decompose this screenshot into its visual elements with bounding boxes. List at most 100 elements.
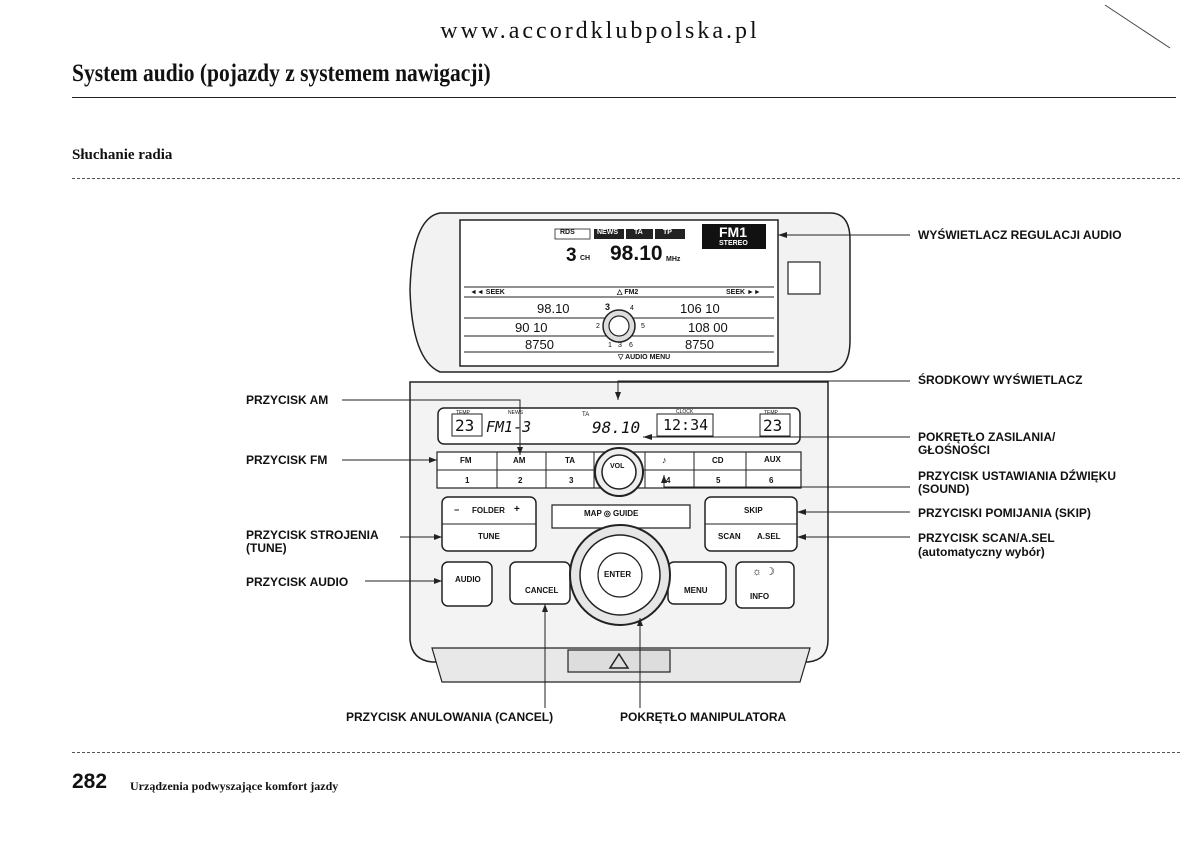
preset-button-3[interactable]: 3 <box>569 476 574 485</box>
preset-right-1: 106 10 <box>680 301 720 316</box>
corner-stroke <box>1104 4 1171 49</box>
callout-center-display: ŚRODKOWY WYŚWIETLACZ <box>918 373 1083 387</box>
tp-indicator: TP <box>663 229 672 236</box>
folder-button[interactable]: FOLDER <box>472 506 505 515</box>
map-guide-button[interactable]: MAP ◎ GUIDE <box>584 509 639 518</box>
audio-menu-label: ▽ AUDIO MENU <box>618 354 671 361</box>
preset-num-2: 2 <box>596 323 600 330</box>
callout-display-audio: WYŚWIETLACZ REGULACJI AUDIO <box>918 228 1122 242</box>
am-button[interactable]: AM <box>513 456 526 465</box>
folder-plus[interactable]: + <box>514 504 520 515</box>
audio-button[interactable]: AUDIO <box>455 575 481 584</box>
ta-label: TA <box>582 412 590 418</box>
callout-power-knob: POKRĘTŁO ZASILANIA/ GŁOŚNOŚCI <box>918 430 1056 457</box>
page-number: 282 <box>72 770 108 793</box>
preset-right-3: 8750 <box>685 337 714 352</box>
temp-label-left: TEMP <box>456 410 470 416</box>
map-guide-bar <box>551 504 691 529</box>
preset-right-2: 108 00 <box>688 320 728 335</box>
tune-button[interactable]: TUNE <box>478 532 500 541</box>
hazard-icon <box>608 652 630 669</box>
band-display: FM1-3 <box>486 418 532 436</box>
preset-button-4[interactable]: 4 <box>666 476 671 485</box>
ta-indicator: TA <box>634 229 643 236</box>
site-url: www.accordklubpolska.pl <box>440 18 760 44</box>
preset-left-3: 8750 <box>525 337 554 352</box>
callout-sound-button: PRZYCISK USTAWIANIA DŹWIĘKU (SOUND) <box>918 469 1116 496</box>
display-knob <box>608 315 630 337</box>
preset-button-6[interactable]: 6 <box>769 476 774 485</box>
callout-skip-buttons: PRZYCISKI POMIJANIA (SKIP) <box>918 506 1091 520</box>
preset-left-1: 98.10 <box>537 301 570 316</box>
preset-num-1: 1 <box>608 342 612 349</box>
info-button[interactable]: INFO <box>750 592 770 601</box>
news-indicator: NEWS <box>597 229 618 236</box>
info-button-shape <box>735 561 795 609</box>
preset-button-2[interactable]: 2 <box>518 476 523 485</box>
preset-num-6: 6 <box>629 342 633 349</box>
preset-num-5: 5 <box>641 323 645 330</box>
title-rule <box>72 97 1176 98</box>
asel-button[interactable]: A.SEL <box>757 532 781 541</box>
enter-button-shape <box>597 552 643 598</box>
menu-button[interactable]: MENU <box>684 586 708 595</box>
page-title: System audio (pojazdy z systemem nawigac… <box>72 60 491 87</box>
callout-scan-note: (automatyczny wybór) <box>918 545 1045 559</box>
dashed-divider-bottom <box>72 752 1180 753</box>
clock-label: CLOCK <box>676 409 694 415</box>
stereo-label: STEREO <box>719 240 748 247</box>
seek-right-label: SEEK ►► <box>726 289 761 296</box>
frequency-value: 98.10 <box>610 242 663 265</box>
band-label: FM1 <box>719 224 747 240</box>
clock-display: 12:34 <box>663 416 709 434</box>
callout-tune-button: PRZYCISK STROJENIA (TUNE) <box>246 528 379 555</box>
band-box <box>702 224 766 240</box>
callout-am-button: PRZYCISK AM <box>246 393 329 407</box>
channel-unit: CH <box>580 255 591 262</box>
callout-fm-button: PRZYCISK FM <box>246 453 328 467</box>
center-frequency: 98.10 <box>592 418 641 437</box>
skip-button[interactable]: SKIP <box>744 506 763 515</box>
vol-knob <box>601 454 637 490</box>
audio-button-shape <box>441 561 493 607</box>
scan-button[interactable]: SCAN <box>718 532 741 541</box>
stereo-box <box>702 240 766 249</box>
cancel-button[interactable]: CANCEL <box>525 586 559 595</box>
callout-scan-buttons: PRZYCISK SCAN/A.SEL <box>918 531 1055 545</box>
sound-button[interactable]: ♪ <box>662 455 667 465</box>
frequency-unit: MHz <box>666 256 681 263</box>
brightness-icon: ☼ ☽ <box>752 566 775 578</box>
temp-left: 23 <box>455 416 475 435</box>
callout-cancel-button: PRZYCISK ANULOWANIA (CANCEL) <box>346 710 554 724</box>
preset-left-2: 90 10 <box>515 320 548 335</box>
hazard-switch <box>567 649 671 673</box>
preset-num-3b: 3 <box>618 342 622 349</box>
screen-side-button <box>787 261 821 295</box>
fm-button[interactable]: FM <box>460 456 472 465</box>
news-label: NEWS <box>508 410 523 416</box>
vol-knob-label[interactable]: VOL <box>610 463 625 470</box>
dashed-divider-top <box>72 178 1180 179</box>
fm2-label: △ FM2 <box>617 289 639 296</box>
ta-button[interactable]: TA <box>565 456 576 465</box>
temp-label-right: TEMP <box>764 410 778 416</box>
menu-button-shape <box>667 561 727 605</box>
page-caption: Urządzenia podwyszające komfort jazdy <box>130 779 339 793</box>
temp-right: 23 <box>763 416 783 435</box>
channel-number: 3 <box>566 245 577 266</box>
rds-indicator: RDS <box>560 229 575 236</box>
aux-button[interactable]: AUX <box>764 455 781 464</box>
cd-button[interactable]: CD <box>712 456 724 465</box>
preset-num-3: 3 <box>605 302 611 312</box>
seek-left-label: ◄◄ SEEK <box>470 289 505 296</box>
display-indicators <box>554 228 685 240</box>
callout-manipulator-knob: POKRĘTŁO MANIPULATORA <box>620 710 787 724</box>
preset-button-1[interactable]: 1 <box>465 476 470 485</box>
enter-button[interactable]: ENTER <box>604 570 632 579</box>
callout-audio-button: PRZYCISK AUDIO <box>246 575 349 589</box>
preset-button-5[interactable]: 5 <box>716 476 721 485</box>
folder-minus[interactable]: − <box>454 505 460 515</box>
cancel-button-shape <box>509 561 571 605</box>
preset-num-4: 4 <box>630 305 634 312</box>
